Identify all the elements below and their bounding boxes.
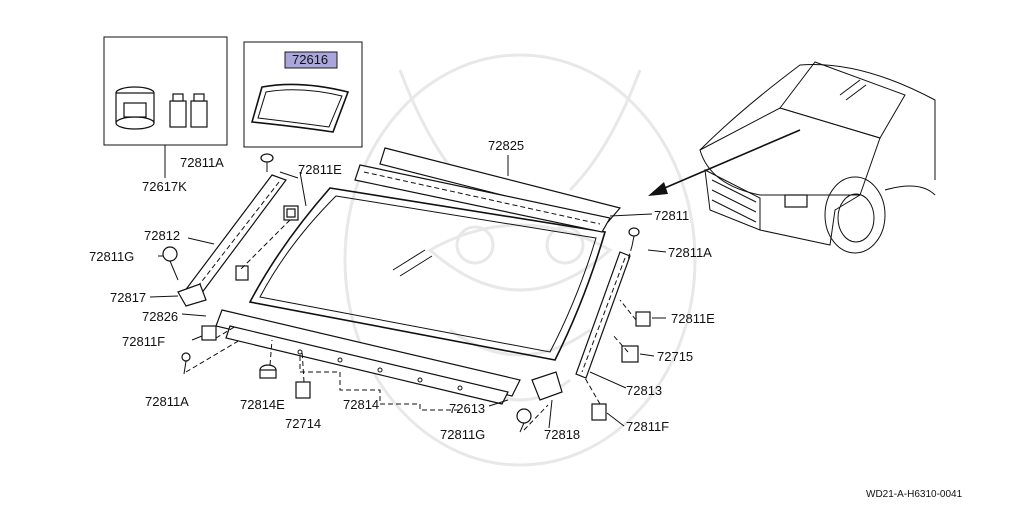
screw-72811A-bottom bbox=[181, 352, 191, 375]
label-72814: 72814 bbox=[343, 397, 379, 412]
label-72617K: 72617K bbox=[142, 179, 187, 194]
clip-72811G-bottom bbox=[516, 408, 532, 433]
label-72811F-left: 72811F bbox=[122, 334, 165, 349]
label-72814E: 72814E bbox=[240, 397, 285, 412]
label-72811G-bottom: 72811G bbox=[440, 427, 485, 442]
clip-72811A-top bbox=[260, 153, 274, 172]
right-pillar-moulding bbox=[575, 251, 631, 389]
label-72616: 72616 bbox=[292, 52, 328, 67]
label-72813: 72813 bbox=[626, 383, 662, 398]
label-72811G-left: 72811G bbox=[89, 249, 134, 264]
windshield-glass bbox=[248, 187, 607, 361]
clip-72811F-left bbox=[201, 325, 217, 341]
lower-moulding bbox=[215, 309, 521, 411]
leader-lines bbox=[149, 171, 667, 431]
clip-72811A-right bbox=[628, 227, 640, 247]
clip-72811F-right bbox=[591, 403, 607, 421]
part-labels: 72616 72617K 72811A 72811E 72825 72811 7… bbox=[89, 52, 715, 442]
vehicle-sketch bbox=[699, 61, 936, 254]
label-72811A-bottom: 72811A bbox=[145, 394, 189, 409]
label-72714: 72714 bbox=[285, 416, 321, 431]
diagram-code: WD21-A-H6310-0041 bbox=[866, 489, 963, 500]
clip-72811E-right bbox=[635, 311, 651, 327]
label-72826: 72826 bbox=[142, 309, 178, 324]
label-72817: 72817 bbox=[110, 290, 146, 305]
primer-bottle-small-2 bbox=[190, 93, 208, 128]
pointer-arrow bbox=[648, 129, 801, 196]
primer-bottle-large bbox=[115, 86, 155, 130]
label-72818: 72818 bbox=[544, 427, 580, 442]
clip-72811G-left bbox=[162, 246, 179, 281]
clip-72811E-left bbox=[283, 205, 299, 221]
label-72825: 72825 bbox=[488, 138, 524, 153]
clip-72715 bbox=[621, 345, 639, 363]
adhesive-kit-box bbox=[103, 36, 228, 146]
bracket-72818 bbox=[531, 371, 563, 401]
primer-bottle-small-1 bbox=[169, 93, 187, 128]
clip-72714 bbox=[295, 381, 311, 399]
label-72811A-right: 72811A bbox=[668, 245, 712, 260]
roof-moulding bbox=[354, 147, 622, 233]
label-72715: 72715 bbox=[657, 349, 693, 364]
label-72811F-right: 72811F bbox=[626, 419, 669, 434]
label-72613: 72613 bbox=[449, 401, 485, 416]
dam-kit-box bbox=[243, 41, 363, 148]
label-72812: 72812 bbox=[144, 228, 180, 243]
label-72811-right: 72811 bbox=[654, 208, 689, 223]
part-72616-highlight bbox=[284, 51, 338, 69]
grommet-72814E bbox=[259, 364, 277, 379]
bracket-72817 bbox=[177, 265, 249, 307]
label-72811E-left: 72811E bbox=[298, 162, 342, 177]
label-72811A-top: 72811A bbox=[180, 155, 224, 170]
left-pillar-moulding bbox=[183, 174, 287, 299]
label-72811E-right: 72811E bbox=[671, 311, 715, 326]
